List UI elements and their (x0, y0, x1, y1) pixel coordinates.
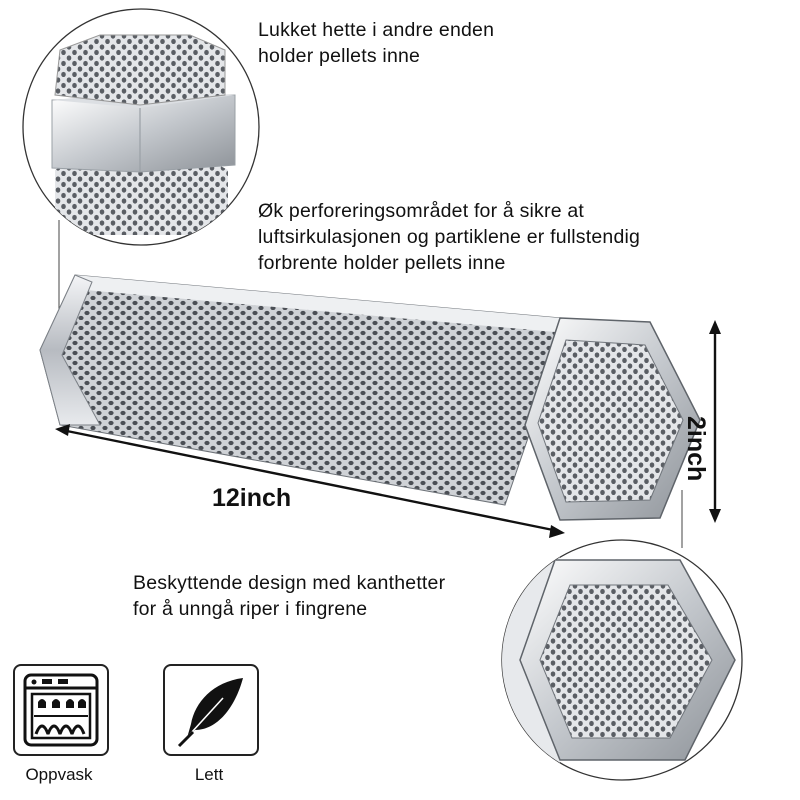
caption-line: Øk perforeringsområdet for å sikre at (258, 200, 585, 222)
feather-icon-box (163, 664, 259, 756)
caption-line: Beskyttende design med kanthetter (133, 572, 446, 594)
dishwasher-icon (23, 673, 99, 747)
diameter-label: 2inch (682, 416, 710, 482)
dishwasher-icon-box (13, 664, 109, 756)
caption-line: for å unngå riper i fingrene (133, 598, 368, 620)
caption-line: luftsirkulasjonen og partiklene er fulls… (258, 226, 641, 248)
caption-line: Lukket hette i andre enden (258, 19, 495, 41)
caption-edge-cap: Beskyttende design med kanthetter for å … (133, 570, 445, 622)
feather-label: Lett (194, 765, 224, 784)
caption-perforation: Øk perforeringsområdet for å sikre at lu… (258, 198, 640, 276)
diameter-arrow (709, 320, 721, 523)
caption-closed-cap: Lukket hette i andre enden holder pellet… (258, 17, 494, 69)
dishwasher-label: Oppvask (25, 765, 93, 784)
caption-line: holder pellets inne (258, 45, 421, 67)
closed-cap-zoom (22, 8, 260, 246)
smoker-tube (39, 274, 701, 521)
caption-line: forbrente holder pellets inne (258, 252, 506, 274)
edge-cap-zoom (501, 539, 743, 781)
feather-icon (177, 678, 243, 748)
length-label: 12inch (212, 484, 292, 512)
length-arrow (55, 424, 565, 538)
